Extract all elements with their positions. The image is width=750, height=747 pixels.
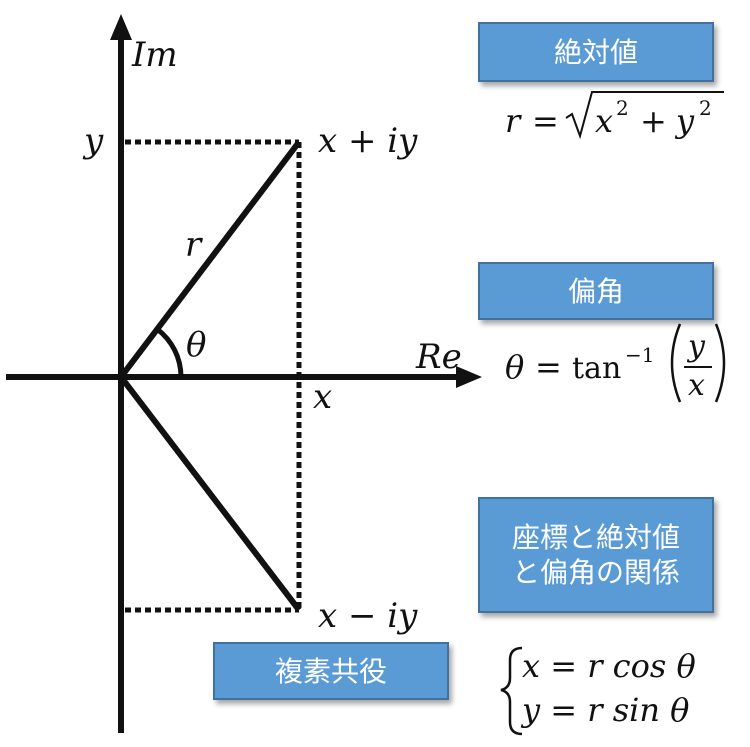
sin-relation-line: y = r sin θ [520,691,689,729]
cos-relation-line: x = r cos θ [522,647,696,685]
x-tick-label: x [313,377,332,417]
coordinate-relation-formula: x = r cos θ y = r sin θ [500,646,696,736]
point-z-label: x + iy [318,121,418,161]
angle-arc [155,327,184,378]
radius-label: r [185,225,203,265]
abs-formula-lhs: r [505,102,522,140]
arg-formula-exponent: −1 [625,343,654,367]
angle-label: θ [186,325,206,365]
y-tick-label: y [82,121,104,161]
absolute-value-formula: r = x 2 + y 2 [505,91,724,140]
abs-formula-equals: = [532,102,559,140]
abs-formula-x: x [595,102,613,140]
arg-formula-function: tan [572,351,621,386]
arg-formula-numerator: y [686,329,706,364]
relation-label: 座標と絶対値 と偏角の関係 [512,520,680,590]
real-axis-arrow [456,366,482,388]
conjugate-label: 複素共役 [274,654,387,688]
sqrt-sign [565,91,724,140]
right-paren [714,323,726,403]
argument-formula: θ = tan −1 y x [505,323,726,403]
vector-z-conjugate [118,375,302,612]
abs-formula-y-exponent: 2 [699,96,712,120]
relation-box: 座標と絶対値 と偏角の関係 [478,497,714,613]
imaginary-axis-label: Im [131,35,178,75]
point-z-conjugate-label: x − iy [318,596,418,636]
arg-formula-denominator: x [688,368,705,403]
vector-z [118,140,302,379]
imaginary-axis-arrow [110,14,132,40]
abs-formula-y: y [674,102,695,140]
arg-formula-lhs: θ [505,348,524,386]
real-axis-label: Re [415,337,462,377]
argument-label: 偏角 [567,274,624,308]
argument-box: 偏角 [478,262,714,320]
arg-formula-equals: = [535,348,562,386]
left-paren [670,323,682,403]
relation-label-line1: 座標と絶対値 [511,521,680,554]
relation-label-line2: と偏角の関係 [511,556,680,589]
absolute-value-box: 絶対値 [478,22,714,82]
absolute-value-label: 絶対値 [553,35,638,69]
conjugate-box: 複素共役 [213,642,449,700]
abs-formula-plus: + [640,102,667,140]
left-brace [500,646,523,736]
abs-formula-x-exponent: 2 [616,96,629,120]
